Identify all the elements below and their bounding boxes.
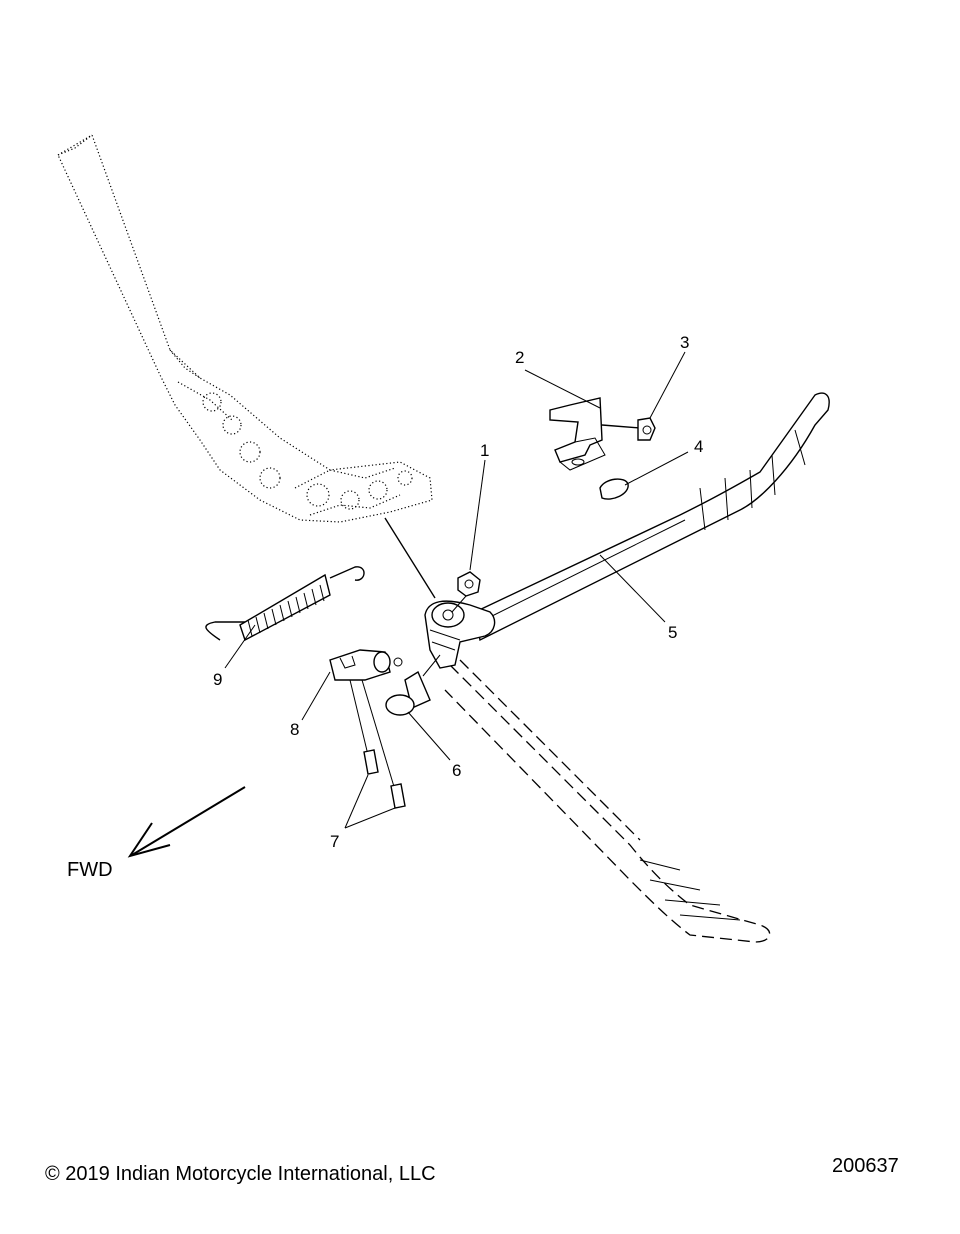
forward-arrow-icon: [127, 786, 246, 858]
callout-3: 3: [680, 333, 689, 352]
frame-leader-line: [384, 517, 436, 599]
callout-8: 8: [290, 720, 299, 739]
callout-1: 1: [480, 441, 489, 460]
plug-part-4: [599, 478, 629, 500]
callout-5: 5: [668, 623, 677, 642]
kickstand-folded-part-5: [474, 392, 830, 642]
bolt-part-3: [601, 417, 656, 441]
screws-part-7: [363, 749, 406, 809]
spring-part-9: [205, 566, 365, 642]
pivot-bolt-part-6: [385, 654, 441, 716]
callout-7: 7: [330, 832, 339, 851]
bracket-part-2: [549, 397, 606, 471]
forward-label: FWD: [67, 859, 113, 881]
callout-2: 2: [515, 348, 524, 367]
figure-number: 200637: [832, 1155, 899, 1177]
frame-outline: [57, 134, 433, 523]
copyright-notice: © 2019 Indian Motorcycle International, …: [45, 1163, 436, 1185]
callout-9: 9: [213, 670, 222, 689]
pivot-assembly: [424, 600, 496, 669]
kickstand-extended-outline: [444, 659, 771, 943]
nut-part-1: [451, 571, 481, 613]
callout-6: 6: [452, 761, 461, 780]
callout-4: 4: [694, 437, 703, 456]
sensor-switch-part-8: [329, 649, 403, 791]
callout-leaders: [224, 351, 689, 829]
